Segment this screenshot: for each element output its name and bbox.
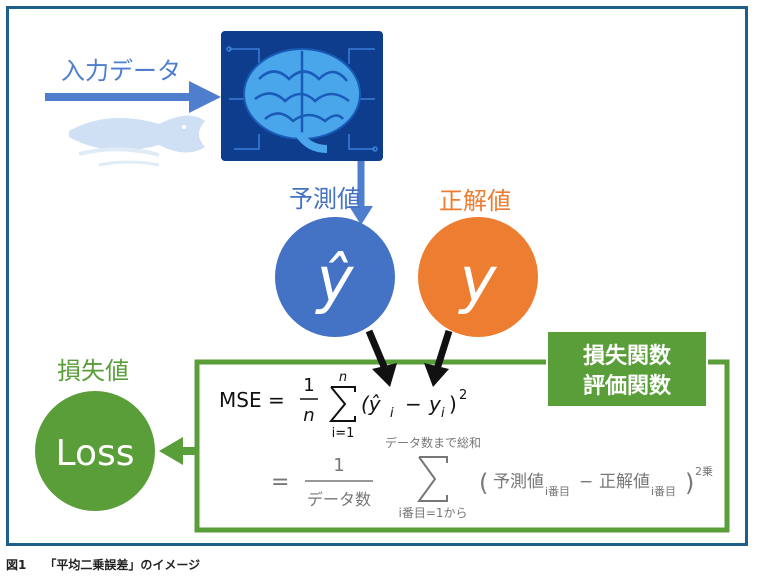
- figure-number: 図1: [6, 558, 27, 572]
- formula2-pred-sub: i番目: [545, 485, 570, 498]
- formula-sum-lower: i=1: [332, 426, 355, 441]
- truth-symbol: y: [458, 243, 498, 316]
- formula2-frac-num: 1: [333, 455, 344, 476]
- formula2-sum-lower: i番目=1から: [398, 506, 467, 520]
- formula2-close: ): [685, 469, 694, 497]
- formula-y: y: [428, 392, 442, 416]
- mse-formula: MSE = 1 n n i=1 (ŷ i − y i ) 2: [219, 370, 467, 441]
- formula2-open: (: [479, 469, 488, 497]
- function-title-box: [546, 330, 708, 408]
- formula-sum-upper: n: [339, 370, 347, 385]
- input-arrow: [45, 81, 221, 113]
- prediction-circle: [275, 217, 395, 337]
- truth-label: 正解値: [439, 187, 511, 215]
- brain-to-prediction-arrow: [349, 206, 373, 225]
- truth-circle: [418, 217, 538, 337]
- loss-circle: [35, 391, 155, 511]
- formula2-frac-den: データ数: [307, 490, 371, 509]
- formula-to-loss-arrow: [159, 437, 199, 465]
- formula2-minus: −: [579, 472, 593, 492]
- formula-minus: −: [405, 392, 422, 416]
- formula2-eq: =: [271, 470, 289, 495]
- formula2-truth: 正解値: [599, 472, 650, 492]
- prediction-to-formula-arrow: [365, 329, 397, 387]
- sigma-icon: [328, 386, 356, 422]
- formula-square: 2: [459, 388, 467, 403]
- sigma2-icon: [417, 456, 448, 502]
- formula-body-sub: i: [390, 406, 394, 421]
- formula2-square: 2乗: [695, 465, 713, 478]
- loss-circle-text: Loss: [56, 433, 135, 474]
- fish-icon: [69, 115, 205, 167]
- formula-lhs: MSE =: [219, 388, 285, 412]
- function-title-line2: 評価関数: [583, 373, 672, 399]
- input-data-label: 入力データ: [61, 57, 181, 85]
- formula-body: (ŷ: [361, 392, 382, 416]
- formula-frac-num: 1: [303, 375, 314, 396]
- brain-icon: [221, 31, 383, 161]
- formula-close: ): [449, 392, 457, 416]
- loss-value-label: 損失値: [57, 357, 129, 385]
- diagram-canvas: 入力データ 予測値 正解値 ŷ: [35, 31, 730, 533]
- truth-to-formula-arrow: [424, 329, 453, 387]
- formula2-pred: 予測値: [493, 472, 544, 492]
- function-title-line1: 損失関数: [583, 343, 672, 369]
- formula-y-sub: i: [441, 406, 445, 421]
- caption-text: 「平均二乗誤差」のイメージ: [44, 558, 201, 572]
- prediction-symbol: ŷ: [315, 243, 355, 316]
- japanese-formula: = 1 データ数 データ数まで総和 i番目=1から ( 予測値 i番目 − 正解…: [271, 435, 713, 520]
- diagram-frame: 入力データ 予測値 正解値 ŷ: [6, 6, 748, 546]
- formula2-sum-upper: データ数まで総和: [385, 435, 481, 450]
- formula2-truth-sub: i番目: [651, 485, 676, 498]
- formula-frac-den: n: [303, 405, 314, 426]
- figure-caption: 図1 「平均二乗誤差」のイメージ: [6, 556, 200, 573]
- prediction-label: 予測値: [289, 185, 361, 213]
